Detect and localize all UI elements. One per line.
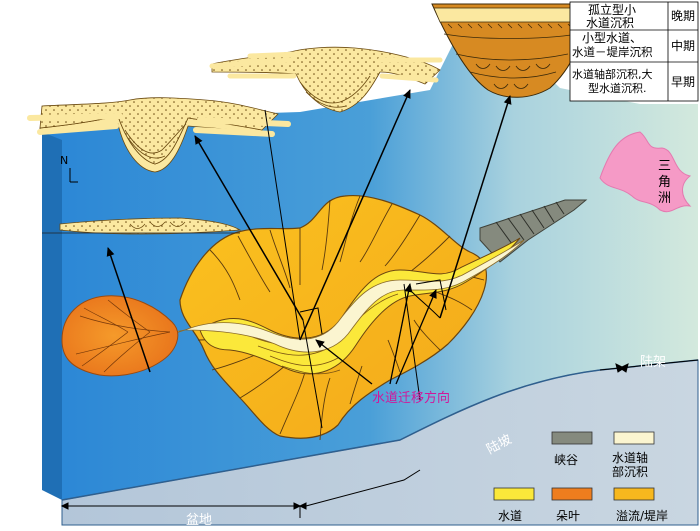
legend-swatch-axis: [613, 431, 655, 445]
delta-char-2: 角: [658, 175, 671, 190]
legend-label-channel: 水道: [498, 509, 522, 523]
cross-section-middle: [209, 46, 443, 113]
lobe-lines: [75, 299, 171, 373]
basin-label: 盆地: [186, 513, 212, 528]
levee-fan: [179, 194, 488, 439]
legend-label-levee: 溢流/堤岸: [616, 509, 668, 523]
stage-table: [569, 1, 699, 102]
legend-swatch-levee: [613, 487, 655, 501]
left-strip-section: [42, 217, 242, 235]
cross-section-right: [431, 3, 591, 98]
shelf-label: 陆架: [640, 354, 666, 370]
delta-char-1: 三: [658, 159, 671, 174]
late-period: 晚期: [671, 9, 695, 23]
canyon-ridges: [495, 201, 565, 245]
middle-desc-line1: 小型水道、: [582, 31, 642, 45]
legend-label-canyon: 峡谷: [554, 453, 578, 467]
north-arrow-icon: [69, 168, 78, 183]
cross-section-left: [27, 97, 291, 173]
migration-arrows: [315, 283, 437, 385]
middle-desc-line2: 水道－堤岸沉积: [572, 45, 653, 59]
migration-label: 水道迁移方向: [372, 390, 450, 406]
north-label: N: [60, 154, 68, 167]
legend-label-axis-1: 水道轴: [612, 450, 648, 465]
delta-shape: [599, 131, 692, 213]
correlation-arrows: [106, 89, 512, 373]
legend-label-axis-2: 部沉积: [612, 464, 648, 479]
legend-label-lobe: 朵叶: [556, 509, 580, 523]
lobe-shape: [61, 295, 179, 377]
late-desc-line2: 水道沉积: [586, 16, 634, 30]
early-period: 早期: [671, 75, 695, 89]
delta-char-3: 洲: [658, 191, 671, 206]
legend-swatch-lobe: [551, 487, 593, 501]
legend-swatch-channel: [493, 487, 535, 501]
slope-surface-edge: [61, 359, 699, 501]
legend-swatches: [493, 431, 655, 501]
dimension-lines: [60, 359, 699, 518]
late-desc-line1: 孤立型小: [588, 2, 636, 17]
channel-axis: [184, 239, 525, 353]
middle-period: 中期: [671, 38, 695, 53]
left-face: [42, 132, 62, 500]
early-desc-line2: 型水道沉积.: [588, 81, 647, 95]
legend-swatch-canyon: [551, 431, 593, 445]
migration-brackets: [299, 279, 447, 335]
early-desc-line1: 水道轴部沉积,大: [572, 67, 653, 81]
